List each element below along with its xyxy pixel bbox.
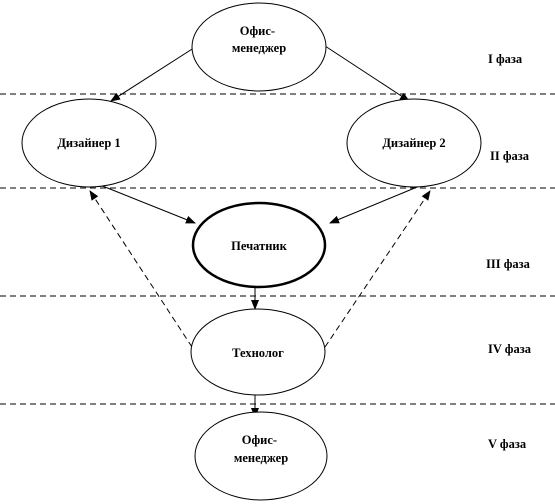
phase-label-3: III фаза <box>486 257 531 271</box>
node-designer-2: Дизайнер 2 <box>346 98 482 188</box>
node-designer-1: Дизайнер 1 <box>21 98 157 188</box>
node-label-line2: менеджер <box>234 451 288 465</box>
node-office-manager-top: Офис- менеджер <box>191 2 327 92</box>
node-shape <box>190 308 326 396</box>
arrow-office-to-designer1 <box>110 43 201 102</box>
svg-text:Офис- менеджер: Офис- менеджер <box>234 433 288 465</box>
node-printer: Печатник <box>191 201 327 289</box>
node-label: Дизайнер 2 <box>382 136 445 150</box>
dashed-arrows <box>89 190 431 348</box>
node-office-manager-bottom: Офис- менеджер <box>194 411 328 501</box>
svg-text:Офис- менеджер: Офис- менеджер <box>232 24 286 55</box>
phase-labels: I фаза II фаза III фаза IV фаза V фаза <box>486 52 532 451</box>
node-technologist: Технолог <box>190 308 326 396</box>
node-shape <box>191 2 327 92</box>
node-label-line2: менеджер <box>232 41 286 55</box>
node-label-line1: Офис- <box>242 433 277 447</box>
arrow-designer2-to-printer <box>329 184 423 224</box>
node-label: Печатник <box>231 239 287 253</box>
node-shape <box>194 411 328 501</box>
solid-arrows <box>99 43 423 418</box>
node-label-line1: Офис- <box>240 24 275 38</box>
phase-label-5: V фаза <box>488 437 527 451</box>
phase-label-4: IV фаза <box>488 342 532 356</box>
dashed-technologist-to-designer2 <box>324 190 431 348</box>
dashed-technologist-to-designer1 <box>89 190 193 348</box>
node-shape <box>21 98 157 188</box>
node-label: Технолог <box>232 346 284 360</box>
arrow-designer1-to-printer <box>99 184 196 224</box>
node-shape <box>346 98 482 188</box>
node-label: Дизайнер 1 <box>57 136 120 150</box>
phase-separators <box>0 93 555 405</box>
node-shape <box>191 201 327 289</box>
phase-label-1: I фаза <box>488 52 523 66</box>
arrow-office-to-designer2 <box>321 43 410 102</box>
phase-label-2: II фаза <box>490 149 530 163</box>
